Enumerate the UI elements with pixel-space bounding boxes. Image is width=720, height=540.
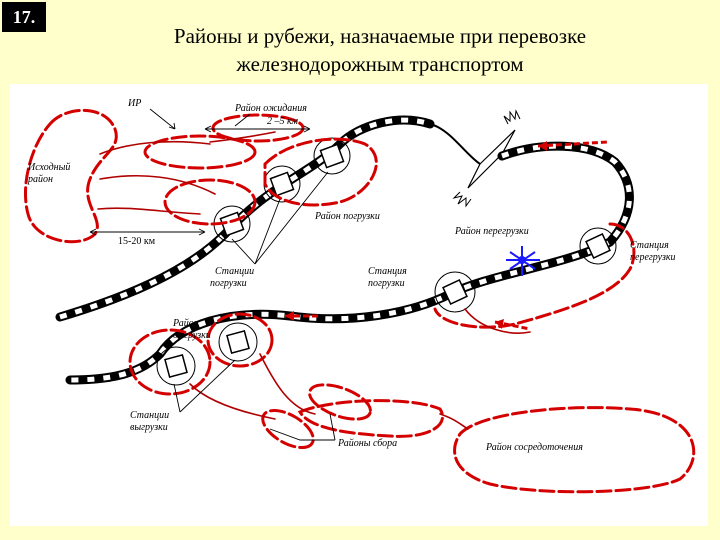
slide-number: 17. xyxy=(2,2,46,32)
label-loading-area: Район погрузки xyxy=(314,211,380,222)
label-distance-large: 15-20 км xyxy=(118,236,156,247)
label-waiting-area: Район ожидания xyxy=(234,103,307,114)
march-area-outline xyxy=(23,108,118,244)
label-march-area-1: Исходный xyxy=(27,162,70,173)
label-concentration-area: Район сосредоточения xyxy=(485,442,583,453)
route-concentration xyxy=(439,413,469,430)
pointer-distance-small xyxy=(204,125,311,133)
page-title: Районы и рубежи, назначаемые при перевоз… xyxy=(60,22,700,78)
route-unloading-2 xyxy=(189,383,276,420)
arrow-red-top-right xyxy=(537,140,609,151)
station-loading-2 xyxy=(263,165,301,203)
label-march-area-2: район xyxy=(27,174,53,185)
label-transfer-station-1: Станция xyxy=(630,240,669,251)
route-march-2 xyxy=(99,174,216,195)
route-march-3 xyxy=(97,207,201,215)
label-loading-stations-2: погрузки xyxy=(210,278,247,289)
label-loading-station-1: Станция xyxy=(368,266,407,277)
route-transfer xyxy=(464,308,531,334)
pointer-distance-large xyxy=(89,228,206,236)
arrow-red-transfer xyxy=(494,319,531,331)
unloading-area-outline-2 xyxy=(206,312,274,368)
waiting-area-outline xyxy=(211,113,305,143)
station-unloading-1 xyxy=(156,346,196,386)
title-line-2: железнодорожным транспортом xyxy=(236,52,524,76)
label-assembly-areas: Районы сбора xyxy=(337,438,397,449)
loading-area-outline-2 xyxy=(163,178,257,226)
transfer-area-outline xyxy=(433,222,636,329)
assembly-area-outline-1 xyxy=(261,408,315,450)
route-march-1 xyxy=(99,140,211,155)
station-transfer-1 xyxy=(434,271,476,313)
pointer-unloading-stations xyxy=(173,359,236,413)
pointer-irr xyxy=(149,108,176,130)
label-transfer-area: Район перегрузки xyxy=(454,226,529,237)
label-unloading-area-2: выгрузки xyxy=(173,330,211,341)
pointer-assembly xyxy=(269,413,336,441)
assembly-area-outline-2 xyxy=(308,383,372,421)
loading-area-outline-1 xyxy=(143,134,257,170)
diagram-panel: ИР Район ожидания 2 –5 км Исходный район… xyxy=(10,84,708,526)
route-unloading-1 xyxy=(259,353,316,415)
label-transfer-station-2: перегрузки xyxy=(630,252,676,263)
loading-area-outline-3 xyxy=(263,137,378,207)
railway-lower xyxy=(65,141,634,385)
transport-diagram: ИР Район ожидания 2 –5 км Исходный район… xyxy=(23,98,696,494)
label-unloading-area-1: Район xyxy=(172,318,199,329)
enemy-strike-icon xyxy=(506,246,540,276)
label-irr: ИР xyxy=(127,98,141,109)
station-loading-3 xyxy=(313,137,351,175)
unloading-area-outline-1 xyxy=(128,328,212,396)
label-distance-small: 2 –5 км xyxy=(267,116,299,127)
concentration-area-outline xyxy=(453,406,696,494)
station-transfer-2 xyxy=(579,227,617,265)
label-loading-stations-1: Станции xyxy=(215,266,254,277)
label-unloading-stations-1: Станции xyxy=(130,410,169,421)
label-unloading-stations-2: выгрузки xyxy=(130,422,168,433)
pointer-loading-stations xyxy=(231,171,329,265)
arrow-red-mid xyxy=(285,311,320,321)
route-waiting xyxy=(209,131,276,143)
station-unloading-2 xyxy=(218,322,258,362)
assembly-area-outline-3 xyxy=(297,399,444,438)
label-loading-station-2: погрузки xyxy=(368,278,405,289)
railway-bridge xyxy=(429,109,521,208)
title-line-1: Районы и рубежи, назначаемые при перевоз… xyxy=(173,24,587,48)
pointer-waiting xyxy=(234,113,251,127)
